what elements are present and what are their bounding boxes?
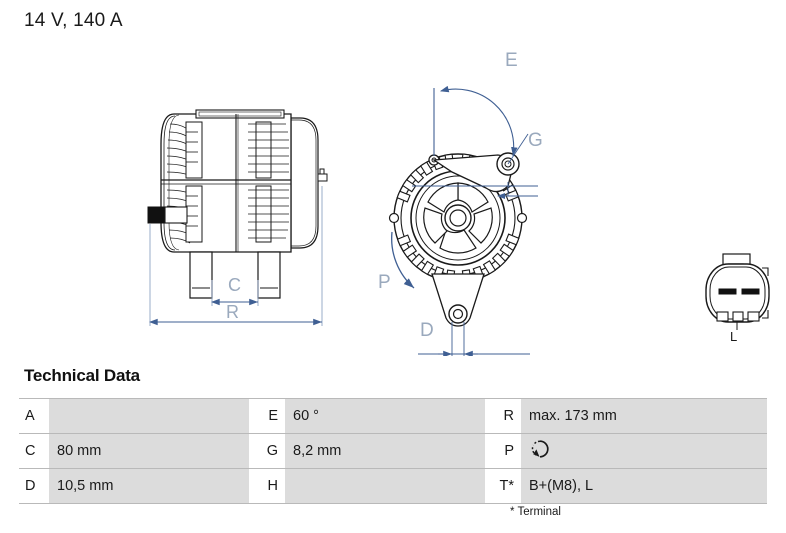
row-value-g: 8,2 mm bbox=[285, 433, 485, 469]
row-label-e: E bbox=[249, 398, 285, 434]
row-value-d: 10,5 mm bbox=[49, 468, 249, 504]
side-view-dimensions: C R bbox=[148, 186, 323, 326]
row-label-a: A bbox=[19, 398, 49, 434]
technical-data-table: A E 60 ° R max. 173 mm C 80 mm G 8,2 mm … bbox=[19, 398, 767, 504]
row-label-t: T* bbox=[485, 468, 521, 504]
row-label-c: C bbox=[19, 433, 49, 469]
dimension-label-G: G bbox=[528, 130, 543, 151]
connector-plug bbox=[705, 253, 770, 330]
technical-drawing-area: C R bbox=[0, 36, 786, 356]
table-row: A E 60 ° R max. 173 mm bbox=[19, 398, 767, 434]
table-footnote: * Terminal bbox=[510, 506, 561, 518]
rotation-arrow-icon bbox=[529, 438, 551, 464]
row-label-r: R bbox=[485, 398, 521, 434]
connector-label-L: L bbox=[730, 329, 737, 344]
table-row: C 80 mm G 8,2 mm P bbox=[19, 433, 767, 469]
front-view-dimensions: E G P D bbox=[378, 50, 543, 356]
row-label-p: P bbox=[485, 433, 521, 469]
alternator-front-view bbox=[388, 152, 528, 327]
row-label-d: D bbox=[19, 468, 49, 504]
row-value-e: 60 ° bbox=[285, 398, 485, 434]
row-value-p bbox=[521, 433, 767, 469]
row-value-r: max. 173 mm bbox=[521, 398, 767, 434]
technical-data-heading: Technical Data bbox=[24, 366, 140, 385]
dimension-label-E: E bbox=[505, 50, 518, 71]
dimension-label-R: R bbox=[226, 302, 239, 322]
page-title: 14 V, 140 A bbox=[24, 10, 123, 31]
row-value-h bbox=[285, 468, 485, 504]
row-value-c: 80 mm bbox=[49, 433, 249, 469]
dimension-label-D: D bbox=[420, 320, 434, 341]
table-row: D 10,5 mm H T* B+(M8), L bbox=[19, 468, 767, 504]
row-value-a bbox=[49, 398, 249, 434]
row-label-g: G bbox=[249, 433, 285, 469]
dimension-label-P: P bbox=[378, 272, 391, 293]
alternator-side-view bbox=[147, 109, 328, 299]
row-value-t: B+(M8), L bbox=[521, 468, 767, 504]
row-label-h: H bbox=[249, 468, 285, 504]
dimension-label-C: C bbox=[228, 275, 241, 295]
